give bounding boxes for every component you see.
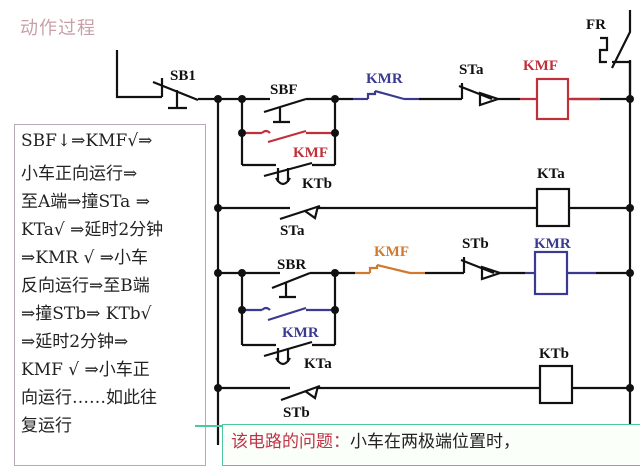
kmf-holding-contact xyxy=(242,129,335,144)
fr-overload-contact xyxy=(598,10,632,99)
label-kmf-coil: KMF xyxy=(523,58,558,74)
label-kta-coil: KTa xyxy=(537,166,565,182)
label-sta-nc: STa xyxy=(459,62,484,78)
kta-coil xyxy=(535,187,571,228)
label-kmr-holding: KMR xyxy=(282,325,319,341)
label-stb-nc: STb xyxy=(462,236,489,252)
kmr-coil xyxy=(533,250,569,296)
sb1-pushbutton xyxy=(152,78,199,110)
problem-note-box: 该电路的问题：小车在两极端位置时， xyxy=(222,424,640,466)
process-line: 反向运行⇒至B端 xyxy=(21,276,150,296)
ktb-coil xyxy=(538,364,574,405)
ladder-circuit-diagram: FR SB1 SBF KMF KTb KMR STa KMF STa KTa S… xyxy=(115,10,634,445)
problem-note: 该电路的问题：小车在两极端位置时， xyxy=(231,427,520,452)
page-title: 动作过程 xyxy=(20,18,96,39)
label-ktb-nc: KTb xyxy=(302,176,332,192)
label-kta-nc: KTa xyxy=(304,356,332,372)
process-line: 复运行 xyxy=(21,416,72,436)
junction-dots xyxy=(214,95,634,392)
label-kmf-interlock: KMF xyxy=(374,244,409,260)
label-kmr-coil: KMR xyxy=(534,236,571,252)
process-line: ⇒KMR √ ⇒小车 xyxy=(21,248,149,268)
process-line: 向运行……如此往 xyxy=(21,388,157,408)
supply-wire-left xyxy=(115,50,162,99)
process-line: KMF √ ⇒小车正 xyxy=(21,360,150,380)
process-line: KTa√ ⇒延时2分钟 xyxy=(21,220,164,240)
problem-note-heading: 该电路的问题： xyxy=(231,432,350,452)
process-line: 小车正向运行⇒ xyxy=(21,164,138,184)
kmr-interlock-contact xyxy=(353,89,419,101)
label-sta-no: STa xyxy=(280,223,305,239)
label-fr: FR xyxy=(586,17,606,33)
action-process-box: SBF↓⇒KMF√⇒ 小车正向运行⇒ 至A端⇒撞STa ⇒ KTa√ ⇒延时2分… xyxy=(14,124,206,466)
process-line: ⇒撞STb⇒ KTb√ xyxy=(21,304,152,324)
sbr-pushbutton xyxy=(271,271,335,299)
sbf-pushbutton xyxy=(263,97,335,124)
stb-no-limit-switch xyxy=(280,384,321,402)
kmr-holding-contact xyxy=(242,306,335,322)
label-sb1: SB1 xyxy=(170,68,196,84)
process-line: 至A端⇒撞STa ⇒ xyxy=(21,192,150,212)
label-kmr-interlock: KMR xyxy=(366,71,403,87)
kmf-coil xyxy=(535,77,570,121)
sta-no-limit-switch xyxy=(279,204,321,221)
kta-nc-contact xyxy=(242,340,335,366)
label-kmf-holding: KMF xyxy=(293,145,328,161)
label-ktb-coil: KTb xyxy=(539,346,569,362)
ktb-nc-contact-1 xyxy=(242,161,335,186)
label-stb-no: STb xyxy=(283,405,310,421)
stb-nc-limit-switch xyxy=(460,257,525,281)
sta-nc-limit-switch xyxy=(458,83,520,107)
note-connector-line xyxy=(195,425,223,427)
process-line: ⇒延时2分钟⇒ xyxy=(21,332,129,352)
label-sbf: SBF xyxy=(270,82,298,98)
problem-note-text: 小车在两极端位置时， xyxy=(350,432,520,452)
process-line: SBF↓⇒KMF√⇒ xyxy=(21,131,153,151)
label-sbr: SBR xyxy=(277,257,306,273)
kmf-interlock-contact xyxy=(355,263,425,275)
